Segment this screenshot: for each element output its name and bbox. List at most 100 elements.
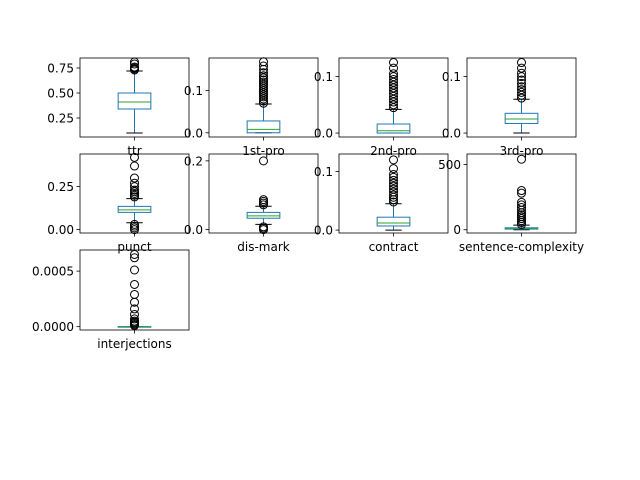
outlier-point xyxy=(130,265,139,275)
subplot-punct: 0.00 0.25 punct xyxy=(47,152,190,254)
outlier-point xyxy=(389,69,398,79)
y-tick-label: 0 xyxy=(453,223,461,237)
subplot-2nd-pro: 0.0 0.1 2nd-pro xyxy=(314,57,449,158)
subplot-ttr: 0.25 0.50 0.75 ttr xyxy=(47,57,190,158)
y-tick-label: 0.75 xyxy=(47,62,74,76)
outlier-point xyxy=(259,68,268,78)
outlier-point xyxy=(389,181,398,191)
subplot-contract: 0.0 0.1 contract xyxy=(314,153,449,254)
outlier-point xyxy=(517,85,526,95)
outlier-point xyxy=(389,178,398,188)
y-tick-label: 0.1 xyxy=(184,84,203,98)
outlier-point xyxy=(389,187,398,197)
outlier-point xyxy=(517,58,526,68)
x-axis-label: 1st-pro xyxy=(242,144,285,158)
outlier-point xyxy=(389,169,398,179)
y-tick-label: 0.0 xyxy=(314,224,333,238)
y-tick-label: 0.0 xyxy=(314,127,333,141)
outlier-point xyxy=(130,316,139,326)
y-tick-label: 0.25 xyxy=(47,180,74,194)
y-tick-label: 0.0 xyxy=(184,223,203,237)
y-tick-label: 0.0 xyxy=(442,127,461,141)
outlier-point xyxy=(389,184,398,194)
outlier-point xyxy=(130,173,139,183)
box xyxy=(246,120,281,134)
outlier-point xyxy=(130,309,139,319)
outlier-point xyxy=(130,314,139,324)
outlier-point xyxy=(130,178,139,188)
x-axis-label: dis-mark xyxy=(237,240,290,254)
y-tick-label: 0.1 xyxy=(314,70,333,84)
x-axis-label: sentence-complexity xyxy=(459,240,584,254)
outlier-point xyxy=(130,249,139,259)
subplot-1st-pro: 0.0 0.1 1st-pro xyxy=(184,57,319,158)
box xyxy=(246,211,281,219)
outlier-point xyxy=(517,78,526,88)
outlier-point xyxy=(517,82,526,92)
outlier-point xyxy=(517,68,526,78)
outlier-point xyxy=(259,71,268,81)
outlier-point xyxy=(130,62,139,72)
outlier-point xyxy=(130,289,139,299)
outlier-point xyxy=(389,155,398,165)
outlier-point xyxy=(389,74,398,84)
outlier-point xyxy=(517,186,526,196)
outlier-point xyxy=(517,197,526,207)
y-tick-label: 0.1 xyxy=(314,165,333,179)
box xyxy=(376,123,411,134)
y-tick-label: 0.50 xyxy=(47,87,74,101)
outlier-point xyxy=(259,57,268,67)
outlier-point xyxy=(130,152,139,162)
outlier-point xyxy=(130,161,139,171)
y-tick-label: 0.0005 xyxy=(32,265,74,279)
outlier-point xyxy=(259,61,268,71)
outlier-point xyxy=(259,156,268,166)
outlier-point xyxy=(389,175,398,185)
outlier-point xyxy=(517,188,526,198)
outlier-point xyxy=(389,197,398,207)
outlier-point xyxy=(517,200,526,210)
outlier-point xyxy=(130,182,139,192)
outlier-point xyxy=(517,203,526,213)
x-axis-label: 2nd-pro xyxy=(370,144,417,158)
outlier-point xyxy=(389,63,398,73)
box xyxy=(504,112,539,124)
y-tick-label: 0.0 xyxy=(184,126,203,140)
outlier-point xyxy=(130,304,139,314)
x-axis-label: 3rd-pro xyxy=(500,144,544,158)
outlier-point xyxy=(517,63,526,73)
x-axis-label: contract xyxy=(369,240,419,254)
outlier-point xyxy=(389,172,398,182)
box xyxy=(117,92,152,110)
outlier-point xyxy=(130,185,139,195)
x-axis-label: ttr xyxy=(127,144,141,158)
y-tick-label: 0.0000 xyxy=(32,320,74,334)
outlier-point xyxy=(259,222,268,232)
y-tick-label: 500 xyxy=(438,158,461,172)
outlier-point xyxy=(259,77,268,87)
outlier-point xyxy=(389,190,398,200)
y-tick-label: 0.1 xyxy=(442,70,461,84)
outlier-point xyxy=(517,87,526,97)
outlier-point xyxy=(130,219,139,229)
x-axis-label: punct xyxy=(117,240,151,254)
outlier-point xyxy=(517,75,526,85)
outlier-point xyxy=(389,164,398,174)
outlier-point xyxy=(517,154,526,164)
box xyxy=(376,216,411,227)
outlier-point xyxy=(130,253,139,263)
y-tick-label: 0.25 xyxy=(47,112,74,126)
y-tick-label: 0.00 xyxy=(47,223,74,237)
y-tick-label: 0.2 xyxy=(184,154,203,168)
outlier-point xyxy=(259,195,268,205)
subplot-sentence-complexity: 0 500 sentence-complexity xyxy=(438,153,584,254)
outlier-point xyxy=(130,57,139,67)
subplot-interjections: 0.0000 0.0005 interjections xyxy=(32,249,190,351)
outlier-point xyxy=(130,279,139,289)
x-axis-label: interjections xyxy=(97,337,172,351)
outlier-point xyxy=(259,75,268,85)
outlier-point xyxy=(389,58,398,68)
subplot-dis-mark: 0.0 0.2 dis-mark xyxy=(184,153,319,254)
subplot-3rd-pro: 0.0 0.1 3rd-pro xyxy=(442,57,577,158)
